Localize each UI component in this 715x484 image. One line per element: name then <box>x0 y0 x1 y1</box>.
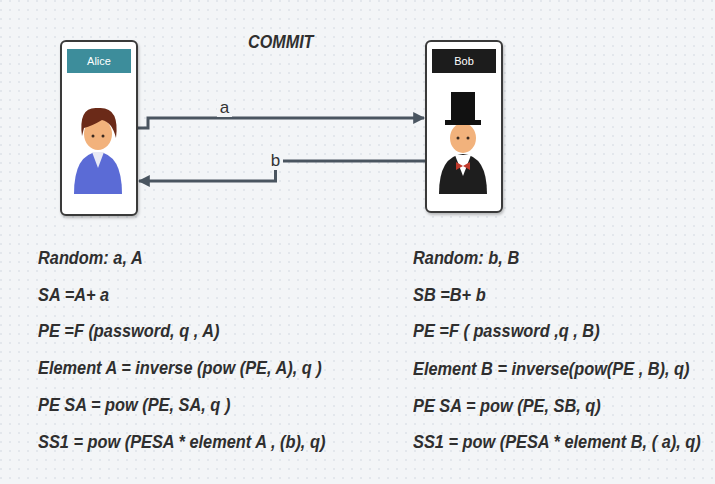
name-header: Alice <box>67 49 131 73</box>
diagram-title: COMMIT <box>248 31 313 53</box>
message-arrow <box>138 118 424 128</box>
formula-line: Random: a, A <box>38 247 143 269</box>
formula-line: SS1 = pow (PESA * element A , (b), q) <box>38 431 325 453</box>
formula-line: PE SA = pow (PE, SA, q ) <box>38 394 230 416</box>
formula-line: SB =B+ b <box>413 284 486 306</box>
name-header: Bob <box>432 49 496 73</box>
bob-figure <box>427 76 499 196</box>
formula-line: SA =A+ a <box>38 284 109 306</box>
formula-line: Random: b, B <box>413 247 519 269</box>
bob-card: Bob <box>425 40 503 213</box>
formula-line: PE =F ( password ,q , B) <box>413 320 600 342</box>
alice-card: Alice <box>60 40 138 216</box>
alice-figure <box>62 76 134 196</box>
formula-line: SS1 = pow (PESA * element B, ( a), q) <box>413 431 701 453</box>
formula-line: PE =F (password, q , A) <box>38 320 219 342</box>
edge-label: b <box>268 152 283 170</box>
formula-line: PE SA = pow (PE, SB, q) <box>413 395 601 417</box>
edge-label: a <box>217 99 232 117</box>
formula-line: Element A = inverse (pow (PE, A), q ) <box>38 357 322 379</box>
formula-line: Element B = inverse(pow(PE , B), q) <box>413 358 689 380</box>
